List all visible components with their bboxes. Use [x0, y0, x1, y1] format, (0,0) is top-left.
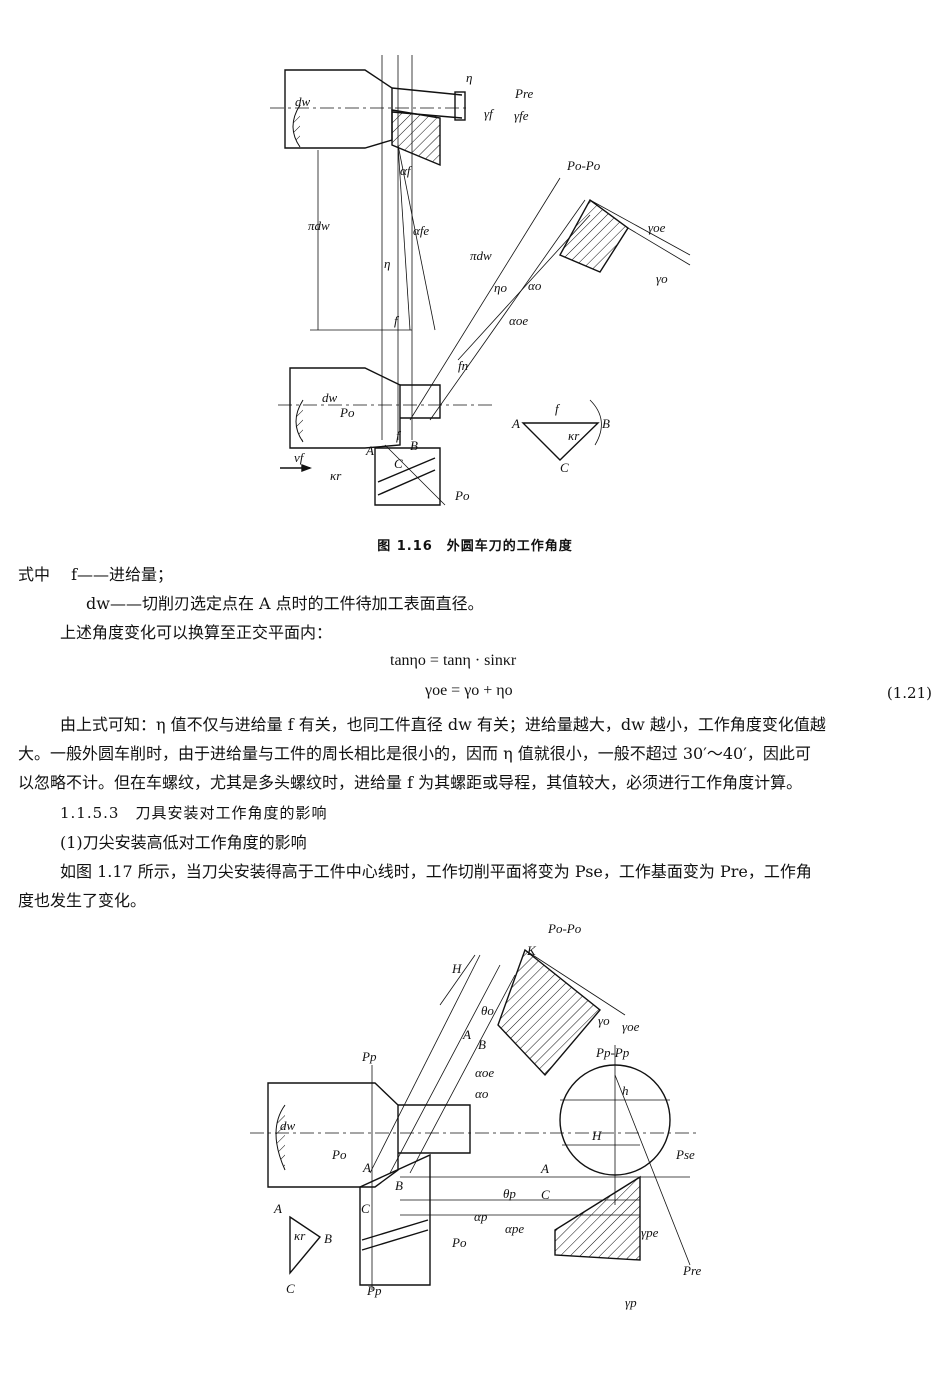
para2-line1: 如图 1.17 所示，当刀尖安装得高于工件中心线时，工作切削平面将变为 Pse，…	[60, 862, 812, 881]
label-pse: Pse	[675, 1147, 695, 1162]
para2-line2: 度也发生了变化。	[18, 891, 147, 910]
figure-1-16: dw η Pre γf γfe αf αfe πdw πdw Po-Po γoe…	[0, 0, 950, 530]
label-gamma-fe: γfe	[514, 108, 529, 123]
para1-line3: 以忽略不计。但在车螺纹，尤其是多头螺纹时，进给量 f 为其螺距或导程，其值较大，…	[18, 773, 803, 792]
label-c-117: C	[361, 1201, 370, 1216]
label-tc: C	[286, 1281, 295, 1296]
figure-1-16-drawing: dw η Pre γf γfe αf αfe πdw πdw Po-Po γoe…	[270, 55, 691, 506]
label-alpha-oe-117: αoe	[475, 1065, 494, 1080]
label-kappa-2: κr	[568, 428, 580, 443]
label-f-3: f	[555, 401, 561, 416]
label-eta-o: ηo	[494, 280, 507, 295]
label-fn: fn	[458, 358, 468, 373]
equation-2: γoe = γo + ηo	[425, 682, 513, 699]
label-pp2: Pp	[366, 1283, 382, 1298]
label-dw: dw	[295, 94, 311, 109]
label-theta-o: θo	[481, 1003, 494, 1018]
label-a: A	[365, 443, 374, 458]
label-h-big: H	[591, 1128, 602, 1143]
label-po-2: Po	[454, 488, 470, 503]
subsection-heading: (1)刀尖安装高低对工作角度的影响	[60, 833, 307, 852]
label-c3-117: C	[541, 1187, 550, 1202]
label-tk: κr	[294, 1228, 306, 1243]
label-pre: Pre	[514, 86, 534, 101]
label-kappa-r: κr	[330, 468, 342, 483]
where-label: 式中	[18, 565, 51, 584]
figure-1-16-caption: 图 1.16 外圆车刀的工作角度	[377, 539, 573, 554]
label-ta: A	[273, 1201, 282, 1216]
label-a3-117: A	[540, 1161, 549, 1176]
para1-line1: 由上式可知：η 值不仅与进给量 f 有关，也同工件直径 dw 有关；进给量越大，…	[60, 715, 826, 734]
label-b-117: B	[478, 1037, 486, 1052]
section-heading: 1.1.5.3 刀具安装对工作角度的影响	[60, 804, 328, 822]
label-pre-117: Pre	[682, 1263, 702, 1278]
para1-line2: 大。一般外圆车削时，由于进给量与工件的周长相比是很小的，因而 η 值就很小，一般…	[18, 744, 811, 763]
label-alpha-oe: αoe	[509, 313, 528, 328]
where-f: f——进给量；	[71, 565, 174, 584]
label-c: C	[394, 456, 403, 471]
label-eta-2: η	[384, 256, 390, 271]
label-a-2: A	[511, 416, 520, 431]
where-dw: dw——切削刃选定点在 A 点时的工件待加工表面直径。	[86, 594, 484, 613]
label-h-diag: H	[451, 961, 462, 976]
label-gamma-f: γf	[484, 106, 495, 121]
label-dw-117: dw	[280, 1118, 296, 1133]
label-pi-dw: πdw	[308, 218, 330, 233]
label-gamma-p: γp	[625, 1295, 637, 1310]
label-b: B	[410, 438, 418, 453]
label-gamma-o-117: γo	[598, 1013, 610, 1028]
label-dw-2: dw	[322, 390, 338, 405]
label-f-2: f	[396, 428, 402, 443]
figure-1-17-drawing: Po-Po K H θo γo γoe A B αoe αo Pp Pp-Pp …	[250, 921, 702, 1310]
label-tb: B	[324, 1231, 332, 1246]
label-po-117: Po	[331, 1147, 347, 1162]
label-a-117: A	[462, 1027, 471, 1042]
equation-1: tanηo = tanη · sinκr	[390, 652, 517, 669]
label-po: Po	[339, 405, 355, 420]
label-po2-117: Po	[451, 1235, 467, 1250]
label-gamma-oe: γoe	[648, 220, 666, 235]
convert-text: 上述角度变化可以换算至正交平面内：	[60, 623, 333, 642]
label-pp: Pp	[361, 1049, 377, 1064]
label-b2-117: B	[395, 1178, 403, 1193]
equation-number: (1.21)	[886, 684, 932, 702]
label-a2-117: A	[362, 1160, 371, 1175]
label-f: f	[394, 313, 400, 328]
label-theta-p: θp	[503, 1186, 516, 1201]
label-gamma-pe: γpe	[641, 1225, 659, 1240]
label-po-po: Po-Po	[566, 158, 601, 173]
where-f-line: 式中 f——进给量；	[18, 560, 934, 589]
label-alpha-f: αf	[400, 163, 413, 178]
label-gamma-oe-117: γoe	[622, 1019, 640, 1034]
label-b-2: B	[602, 416, 610, 431]
label-alpha-o: αo	[528, 278, 542, 293]
figure-1-17: Po-Po K H θo γo γoe A B αoe αo Pp Pp-Pp …	[0, 915, 950, 1335]
label-po-po-117: Po-Po	[547, 921, 582, 936]
label-vf: vf	[294, 450, 306, 465]
label-k: K	[526, 943, 537, 958]
label-pi-dw-2: πdw	[470, 248, 492, 263]
label-alpha-p: αp	[474, 1209, 488, 1224]
label-gamma-o: γo	[656, 271, 668, 286]
label-eta: η	[466, 70, 472, 85]
label-h-small: h	[622, 1083, 629, 1098]
label-alpha-o-117: αo	[475, 1086, 489, 1101]
label-c-2: C	[560, 460, 569, 475]
label-alpha-fe: αfe	[413, 223, 429, 238]
label-pp-pp: Pp-Pp	[595, 1045, 630, 1060]
label-alpha-pe: αpe	[505, 1221, 524, 1236]
